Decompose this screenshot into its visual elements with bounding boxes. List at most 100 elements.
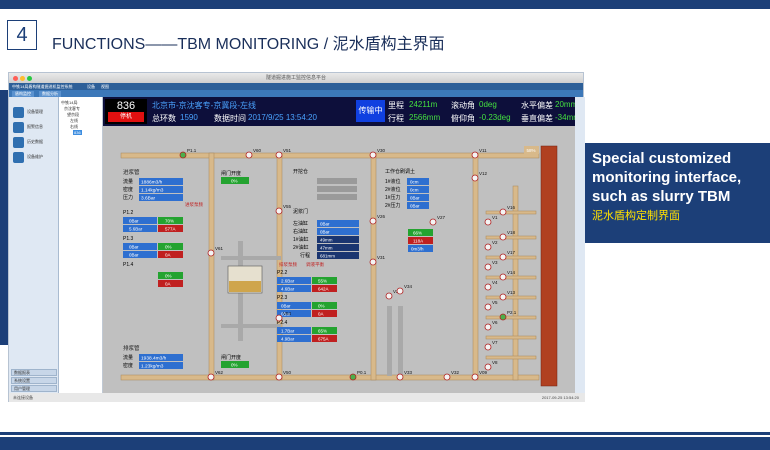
valve-label: V55 (283, 204, 292, 209)
valve-v32[interactable] (443, 373, 451, 381)
valve-v50[interactable] (275, 373, 283, 381)
pump-value: 70% (165, 219, 174, 224)
menu-device[interactable]: 设备 (87, 84, 95, 89)
valve-v7[interactable] (484, 343, 492, 351)
tab-tbm-monitor[interactable]: 盾构监控 (12, 91, 34, 97)
valve-v5[interactable] (484, 303, 492, 311)
sidebar-item-history[interactable]: 历史数据 (13, 137, 53, 149)
valve-v18[interactable] (499, 233, 507, 241)
supply-flow-label: 流量 (123, 178, 133, 185)
valve-v60[interactable] (245, 151, 253, 159)
valve-v4[interactable] (484, 283, 492, 291)
cylinder-panel: 调液平衡 (306, 261, 324, 268)
gate-open-label: 闸门开度 (221, 170, 241, 177)
pump-value: 2.6Bar (281, 279, 295, 284)
maximize-icon[interactable] (27, 76, 32, 81)
valve-v54[interactable] (275, 314, 283, 322)
sidebar-item-maintenance[interactable]: 设备维护 (13, 152, 53, 164)
discharge-flow-label: 流量 (123, 354, 133, 361)
valve-v16[interactable] (499, 208, 507, 216)
slide-top-bar (0, 0, 770, 9)
slide-title: FUNCTIONS——TBM MONITORING / 泥水盾构主界面 (52, 36, 445, 53)
settings-button[interactable]: 系统设置 (11, 377, 57, 384)
pump-name: P2.3 (277, 295, 288, 301)
pump-value: 65% (318, 329, 327, 334)
caption-en-3: such as slurry TBM (592, 188, 731, 205)
tree-node[interactable]: 京沈客专 (64, 106, 80, 111)
gate-pct-2: 0% (231, 363, 238, 368)
valve-v11[interactable] (471, 151, 479, 159)
tree-node[interactable]: 望京段 (67, 112, 79, 117)
monitor-main: 836 停机 北京市-京沈客专-京冀段-左线 总环数 1590 数据时间 201… (103, 97, 583, 393)
tree-node[interactable]: 右线 (70, 124, 78, 129)
gate-open-label-2: 闸门开度 (221, 354, 241, 361)
report-button[interactable]: 数据报表 (11, 369, 57, 376)
valve-p1-1[interactable] (179, 151, 187, 159)
pump-value: 642A (318, 287, 329, 292)
valve-v51[interactable] (275, 151, 283, 159)
pressure1-value: 0Bar (410, 196, 420, 201)
valve-p0-1[interactable] (349, 373, 357, 381)
supply-flow-value: 1886m3/h (141, 180, 163, 186)
pump-name: P2.2 (277, 270, 288, 276)
valve-v13[interactable] (499, 293, 507, 301)
p01-pct: 66% (413, 231, 422, 236)
valve-v2[interactable] (484, 243, 492, 251)
valve-label: V09 (479, 370, 488, 375)
valve-v12[interactable] (471, 174, 479, 182)
cyl1-value: 49mm (320, 238, 333, 243)
users-button[interactable]: 用户管理 (11, 385, 57, 392)
sidebar-item-alarm[interactable]: 报警信息 (13, 122, 53, 134)
pump-value: 0Bar (281, 304, 291, 309)
valve-label: V60 (253, 148, 262, 153)
pump-name: P2.4 (277, 320, 288, 326)
roll-value: 0deg (479, 100, 497, 109)
valve-v09[interactable] (471, 373, 479, 381)
tab-data-analysis[interactable]: 数据分析 (39, 91, 61, 97)
tree-node[interactable]: 中铁14局 (61, 100, 78, 105)
ring-label: 总环数 (152, 114, 176, 123)
tab-bar: 盾构监控 数据分析 (9, 90, 583, 97)
valve-v55[interactable] (275, 207, 283, 215)
valve-v27[interactable] (429, 218, 437, 226)
mileage-value: 24211m (409, 100, 438, 109)
valve-v6[interactable] (484, 323, 492, 331)
menu-view[interactable]: 视图 (101, 84, 109, 89)
valve-v33[interactable] (396, 373, 404, 381)
level1-label: 1#液位 (385, 178, 401, 185)
valve-v34[interactable] (396, 287, 404, 295)
time-value: 2017/9/25 13:54:20 (248, 113, 317, 122)
valve-v17[interactable] (499, 253, 507, 261)
valve-label: V1 (492, 215, 498, 220)
project-tree: 中铁14局 京沈客专 望京段 左线 右线 836 (59, 97, 103, 393)
valve-v30[interactable] (369, 151, 377, 159)
valve-v1[interactable] (484, 218, 492, 226)
close-icon[interactable] (13, 76, 18, 81)
tree-node-selected[interactable]: 836 (73, 130, 82, 135)
supply-density-label: 密度 (123, 186, 133, 193)
valve-label: V12 (479, 171, 488, 176)
tree-node[interactable]: 左线 (70, 118, 78, 123)
device-icon (13, 107, 24, 118)
valve-v31[interactable] (369, 258, 377, 266)
valve-label: V50 (283, 370, 292, 375)
caption-en-2: monitoring interface, (592, 169, 742, 186)
menu-app-name[interactable]: 中铁14局盾构隧道掘进机监控系统 (12, 84, 73, 89)
valve-v26[interactable] (369, 217, 377, 225)
valve-v62[interactable] (207, 373, 215, 381)
valve-v3[interactable] (484, 263, 492, 271)
pressure2-label: 2#压力 (385, 202, 401, 209)
menu-bar: 中铁14局盾构隧道掘进机监控系统 设备 视图 (9, 83, 583, 90)
sidebar-item-device[interactable]: 设备管理 (13, 107, 53, 119)
valve-label: V61 (215, 246, 224, 251)
valve-v61[interactable] (207, 249, 215, 257)
valve-label: V3 (492, 260, 498, 265)
valve-v8[interactable] (484, 363, 492, 371)
valve-v14[interactable] (499, 273, 507, 281)
valve-p2-1[interactable] (499, 313, 507, 321)
pump-value: 0A (165, 253, 171, 258)
minimize-icon[interactable] (20, 76, 25, 81)
cyl2-label: 2#油缸 (293, 244, 309, 251)
pump-value: 1.7Bar (281, 329, 295, 334)
valve-v25[interactable] (385, 292, 393, 300)
